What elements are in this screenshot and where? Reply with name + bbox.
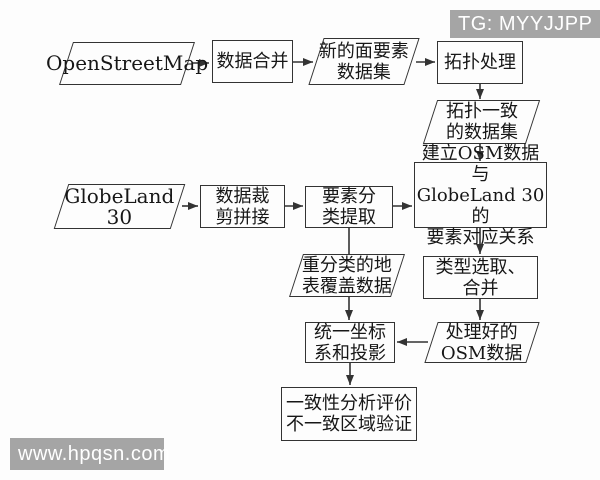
- node-data-merge: 数据合并: [212, 40, 293, 83]
- node-openstreetmap: OpenStreetMap: [46, 42, 208, 85]
- watermark-bottom-left: www.hpqsn.com: [10, 438, 170, 470]
- watermark-text: www.hpqsn.com: [18, 442, 171, 465]
- node-label: 要素分 类提取: [322, 186, 376, 228]
- watermark-text: TG: MYYJJPP: [458, 12, 593, 35]
- node-build-correspondence: 建立OSM数据与 GlobeLand 30的 要素对应关系: [414, 143, 547, 248]
- node-processed-osm-data: 处理好的 OSM数据: [424, 321, 540, 364]
- node-data-clip-mosaic: 数据裁 剪拼接: [200, 185, 285, 228]
- node-label: 数据合并: [216, 51, 289, 72]
- node-label: 数据裁 剪拼接: [215, 185, 270, 228]
- node-label: 建立OSM数据与 GlobeLand 30的 要素对应关系: [416, 142, 545, 248]
- node-label: 一致性分析评价 不一致区域验证: [286, 393, 412, 435]
- node-feature-class-extraction: 要素分 类提取: [305, 186, 393, 228]
- node-label: 拓扑一致 的数据集: [445, 101, 518, 143]
- node-label: GlobeLand 30: [64, 183, 175, 229]
- node-label: 拓扑处理: [444, 52, 516, 73]
- node-topology-consistent-dataset: 拓扑一致 的数据集: [422, 100, 541, 144]
- node-label: 类型选取、 合并: [435, 256, 526, 299]
- node-consistency-analysis: 一致性分析评价 不一致区域验证: [281, 387, 417, 441]
- node-label: 处理好的 OSM数据: [441, 321, 523, 364]
- watermark-top-right: TG: MYYJJPP: [450, 10, 600, 38]
- node-label: 新的面要素 数据集: [319, 40, 409, 83]
- node-reclassified-landcover: 重分类的地 表覆盖数据: [289, 254, 405, 297]
- node-label: 重分类的地 表覆盖数据: [302, 254, 392, 297]
- node-new-polygon-dataset: 新的面要素 数据集: [308, 38, 420, 85]
- node-label: 统一坐标 系和投影: [314, 321, 386, 364]
- node-topology-processing: 拓扑处理: [437, 41, 523, 84]
- node-globeland30: GlobeLand 30: [53, 183, 186, 229]
- node-label: OpenStreetMap: [45, 51, 209, 75]
- node-unify-crs-projection: 统一坐标 系和投影: [305, 321, 395, 364]
- node-type-select-merge: 类型选取、 合并: [423, 256, 538, 299]
